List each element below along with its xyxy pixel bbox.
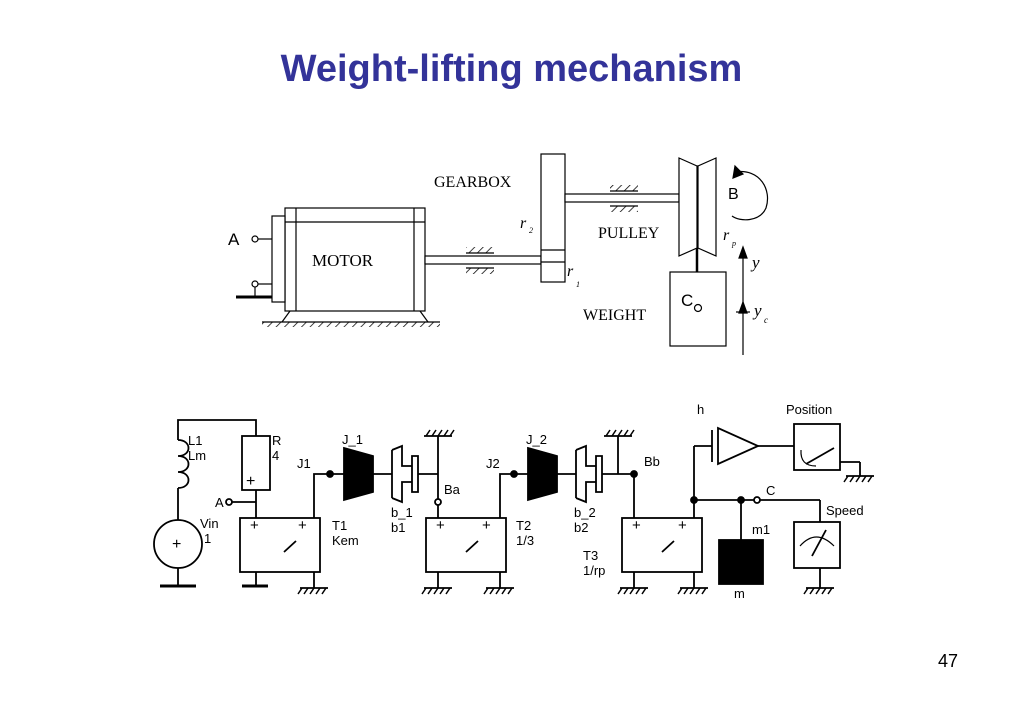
t2-label: T2 [516,518,531,533]
j1-label: J1 [297,456,311,471]
rp-subscript: p [731,239,736,248]
schematic-drawing [153,419,874,595]
pulley-label: PULLEY [598,225,660,242]
ground-hatches [297,429,873,595]
t2-plus-right: + [482,517,491,534]
point-a-label: A [228,230,240,249]
transformer-t1 [239,517,328,589]
r1-subscript: 1 [576,280,580,289]
b_1-label: b_1 [391,505,413,520]
weight-assembly [669,248,727,347]
t1-plus-right: + [298,517,307,534]
gearbox [540,153,566,283]
displacement-arrows [736,245,750,355]
resistor-plus: + [246,473,255,490]
b_2-label: b_2 [574,505,596,520]
damper-b1 [391,435,452,504]
t2-plus-left: + [436,517,445,534]
j2-label: J2 [486,456,500,471]
speed-label: Speed [826,503,864,518]
weight-label: WEIGHT [583,307,646,324]
transformer-t2 [424,517,514,589]
mechanism-drawing [236,153,768,355]
schematic-labels: L1 Lm R 4 + + Vin 1 A J1 J_1 + + T1 Kem … [172,402,864,601]
source-plus: + [172,536,181,553]
motor-label: MOTOR [312,251,374,270]
m-label: m [734,586,745,601]
h-label: h [697,402,704,417]
vin-value: 1 [204,531,211,546]
t1-plus-left: + [250,517,259,534]
r-value: 4 [272,448,279,463]
t3-label: T3 [583,548,598,563]
mass-block [718,539,764,585]
motor [262,207,440,327]
r-label: R [272,433,281,448]
j_1-label: J_1 [342,432,363,447]
ratio-label: 1/3 [516,533,534,548]
rp-ratio-label: 1/rp [583,563,605,578]
y-label: y [750,253,760,272]
t3-plus-left: + [632,517,641,534]
l1-label: L1 [188,433,202,448]
damper-b2 [575,435,634,504]
node-a-label: A [215,495,224,510]
output-shaft [564,185,680,212]
r2-label: r [520,215,527,232]
slide-title: Weight-lifting mechanism [280,48,743,90]
b2-label: b2 [574,520,588,535]
vin-label: Vin [200,516,219,531]
point-c-label: C [681,291,693,310]
pulley [678,157,717,257]
kem-label: Kem [332,533,359,548]
r1-label: r [567,263,574,280]
r2-subscript: 2 [529,226,533,235]
motor-terminals [236,235,272,299]
j_2-label: J_2 [526,432,547,447]
resistor-r [225,435,271,518]
yc-subscript: c [764,315,768,325]
bb-label: Bb [644,454,660,469]
gearbox-label: GEARBOX [434,174,512,191]
position-meter [793,423,874,477]
motor-shaft [424,247,542,274]
transformer-t3 [620,517,708,589]
lm-label: Lm [188,448,206,463]
page-number: 47 [938,651,959,671]
point-b-label: B [728,186,739,203]
inductor-l1 [177,439,190,520]
c-label: C [766,483,775,498]
rotation-arrow-b [731,164,768,221]
yc-label: y [752,301,762,320]
b1-label: b1 [391,520,405,535]
ba-label: Ba [444,482,461,497]
m1-label: m1 [752,522,770,537]
t3-plus-right: + [678,517,687,534]
rp-label: r [723,227,730,244]
position-label: Position [786,402,832,417]
t1-label: T1 [332,518,347,533]
voltage-source [153,519,203,588]
speed-meter [793,521,841,589]
integrator-amp [711,426,794,466]
